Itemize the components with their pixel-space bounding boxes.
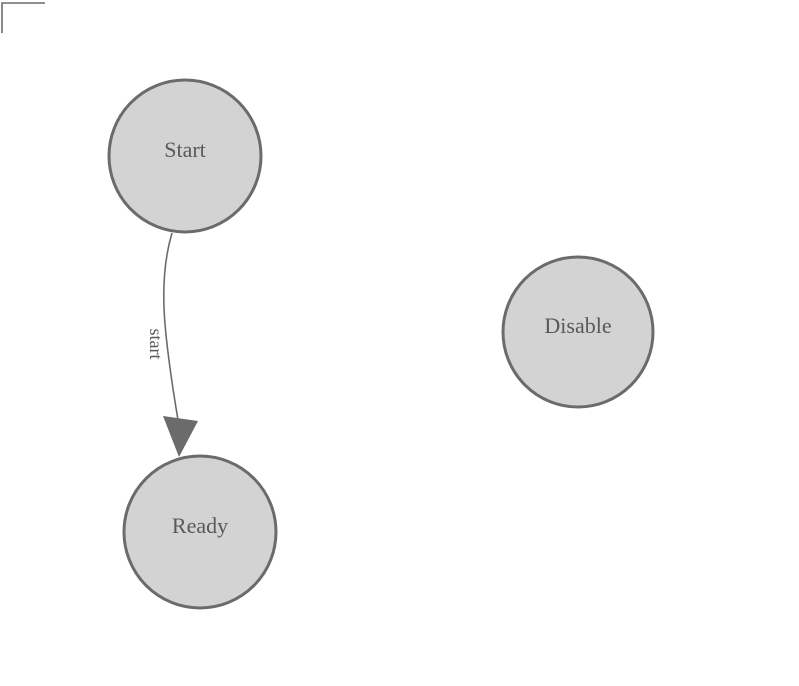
arrowhead-icon (163, 416, 198, 457)
node-start-label: Start (164, 137, 206, 162)
node-start-shape[interactable] (107, 78, 263, 234)
canvas-corner-mark-icon (1, 2, 45, 33)
node-ready[interactable]: Ready (122, 454, 278, 610)
node-disable-shape[interactable] (501, 255, 655, 409)
edge-label-start: start (146, 329, 166, 360)
node-ready-shape[interactable] (122, 454, 278, 610)
node-start[interactable]: Start (107, 78, 263, 234)
edge-start-to-ready[interactable]: start (146, 232, 198, 457)
node-ready-label: Ready (172, 513, 228, 538)
node-disable[interactable]: Disable (501, 255, 655, 409)
edge-path-start-to-ready (162, 232, 179, 421)
node-disable-label: Disable (544, 313, 611, 338)
